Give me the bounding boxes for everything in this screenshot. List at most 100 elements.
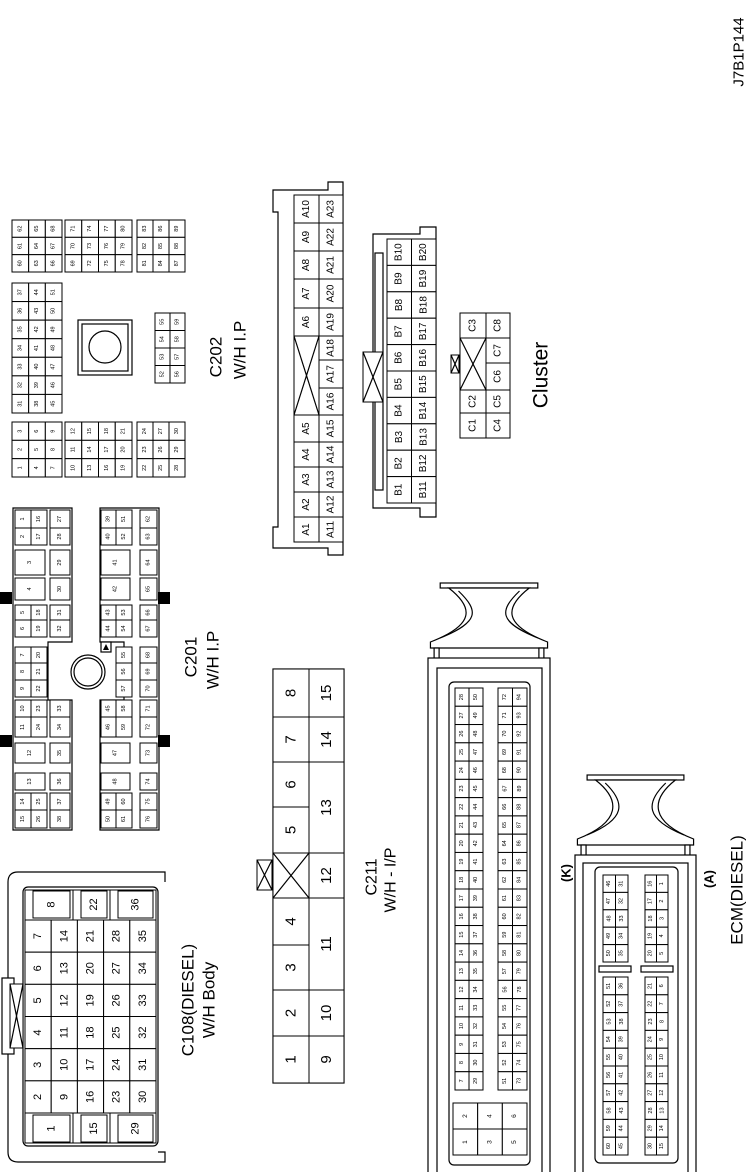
pin-number: 2 <box>17 448 23 451</box>
pin-number: A4 <box>301 448 312 461</box>
pin-number: 43 <box>106 609 112 615</box>
pin-cell: B2 <box>386 449 412 478</box>
pin-number: 55 <box>121 652 127 658</box>
pin-cell: 26 <box>152 439 170 460</box>
pin-cell: A12 <box>318 491 344 518</box>
pin-number: 22 <box>36 685 42 691</box>
pin-cell: C1 <box>459 412 487 439</box>
pin-cell: 28 <box>454 687 470 707</box>
pin-cavity <box>139 577 158 601</box>
pin-number: 14 <box>318 731 335 748</box>
pin-cell: 72 <box>497 687 513 707</box>
pin-number: 28 <box>174 465 180 471</box>
pin-cell: 41 <box>615 1065 629 1085</box>
pin-cell: B11 <box>411 476 437 504</box>
pin-number: 17 <box>85 1059 97 1071</box>
pin-cell: B13 <box>411 423 437 451</box>
pin-number: 18 <box>104 428 110 434</box>
pin-cell: 54 <box>154 330 171 349</box>
pin-number: 6 <box>659 984 665 987</box>
pin-cell: 62 <box>497 870 513 890</box>
pin-number: 88 <box>174 243 180 249</box>
pin-cell: 7 <box>44 458 63 478</box>
pin-cavity <box>115 716 133 738</box>
pin-number: C8 <box>493 319 504 332</box>
pin-number: 27 <box>459 712 465 718</box>
pin-cell: 29 <box>168 439 186 460</box>
pin-cell: 92 <box>512 724 528 744</box>
pin-number: 51 <box>51 289 57 295</box>
pin-number: 29 <box>473 1078 479 1084</box>
pin-cell: A13 <box>318 466 344 493</box>
pin-cavity <box>30 619 48 638</box>
pin-number: 9 <box>659 1038 665 1041</box>
pin-cell: 36 <box>49 772 71 791</box>
pin-cell: 1 <box>14 509 32 529</box>
pin-cavity <box>386 264 412 293</box>
pin-cell: 64 <box>139 549 158 576</box>
pin-cell: B19 <box>411 264 437 293</box>
pin-cell: 82 <box>136 236 154 256</box>
pin-cavity <box>32 1114 71 1143</box>
pin-number: 16 <box>459 913 465 919</box>
connector-title: C201 <box>182 637 201 678</box>
pin-number: 22 <box>88 898 100 910</box>
pin-cell: 43 <box>468 815 484 835</box>
pin-cavity <box>24 1080 52 1114</box>
pin-number: 12 <box>58 994 70 1006</box>
pin-number: A21 <box>326 256 337 274</box>
pin-number: A16 <box>326 392 337 410</box>
pin-cell: 26 <box>644 1065 657 1085</box>
pin-cell: 60 <box>497 906 513 927</box>
pin-cell: 12 <box>64 421 83 441</box>
pin-number: 38 <box>34 401 40 407</box>
pin-number: 42 <box>34 326 40 332</box>
pin-cell: 3 <box>24 1048 52 1082</box>
pin-number: A8 <box>301 258 312 271</box>
pin-cell: 63 <box>28 254 46 273</box>
pin-number: B6 <box>394 351 405 364</box>
pin-cell: 87 <box>512 815 528 835</box>
pin-cavity <box>30 527 48 546</box>
pin-cavity <box>103 919 131 953</box>
pin-cell: 89 <box>168 219 186 238</box>
pin-number: 71 <box>146 705 152 711</box>
pin-cell: A1 <box>293 516 320 543</box>
pin-number: 45 <box>106 705 112 711</box>
pin-number: 23 <box>111 1091 123 1103</box>
pin-cell: 54 <box>115 619 133 638</box>
pin-number: 3 <box>17 430 23 433</box>
pin-number: 85 <box>517 859 523 865</box>
pin-number: 5 <box>659 952 665 955</box>
pin-cell: 58 <box>602 1101 616 1120</box>
pin-number: 23 <box>459 785 465 791</box>
pin-cell: 24 <box>136 421 154 441</box>
pin-number: 10 <box>318 1005 335 1022</box>
pin-cell: 76 <box>139 809 158 829</box>
pin-cell: 54 <box>497 1016 513 1036</box>
pin-cavity <box>100 772 131 791</box>
pin-cell: 41 <box>100 549 131 576</box>
pin-number: 80 <box>121 226 127 232</box>
pin-cavity <box>129 1016 157 1050</box>
pin-cavity <box>318 335 344 361</box>
pin-cell: B15 <box>411 370 437 398</box>
pin-cell: 59 <box>169 312 186 331</box>
pin-cell: 38 <box>28 393 46 414</box>
pin-cell: 30 <box>644 1136 657 1156</box>
pin-cell: 25 <box>152 458 170 478</box>
pin-cavity <box>468 1071 484 1091</box>
pin-cell: A15 <box>318 414 344 443</box>
pin-cell: 29 <box>49 549 71 576</box>
pin-number: B3 <box>394 430 405 443</box>
pin-cavity <box>76 919 105 953</box>
pin-number: 63 <box>502 859 508 865</box>
pin-cavity <box>50 1080 78 1114</box>
pin-number: 63 <box>34 260 40 266</box>
pin-cell: 14 <box>50 919 78 953</box>
pin-number: 29 <box>57 559 63 565</box>
pin-number: A23 <box>326 200 337 218</box>
pin-cell: 79 <box>512 961 528 981</box>
pin-number: 73 <box>517 1078 523 1084</box>
pin-cell: 88 <box>168 236 186 256</box>
